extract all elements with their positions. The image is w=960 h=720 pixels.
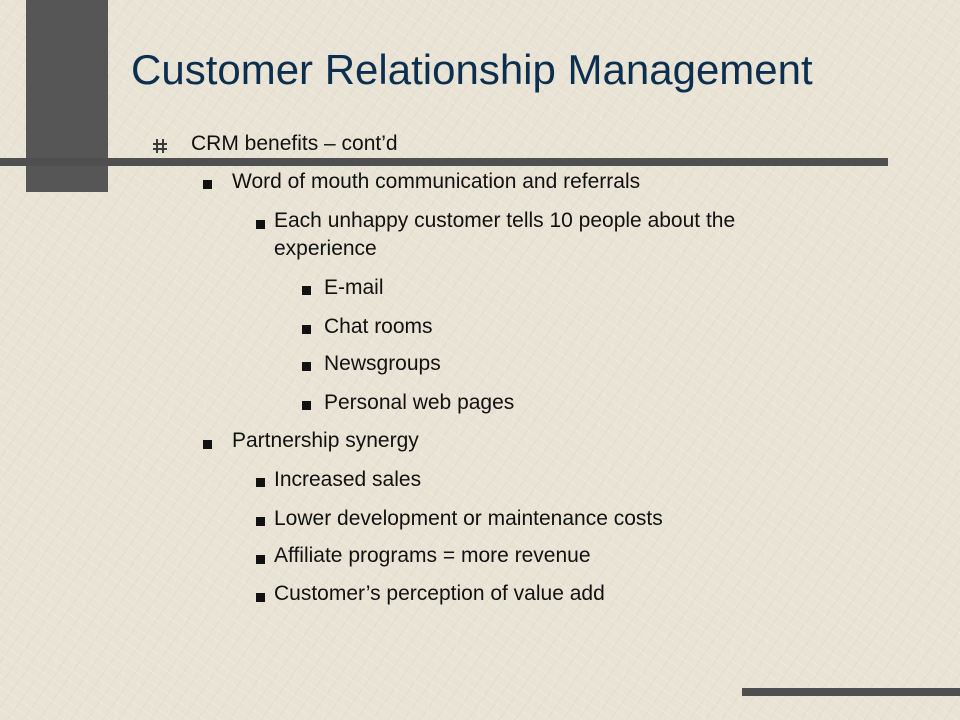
square-bullet-icon <box>256 555 265 564</box>
square-bullet-icon <box>256 517 265 526</box>
bullet-text-email: E-mail <box>324 276 384 299</box>
square-bullet-icon <box>302 401 311 410</box>
bullet-text-unhappy-customer-cont: experience <box>274 237 377 260</box>
bullet-text-newsgroups: Newsgroups <box>324 352 441 375</box>
square-bullet-icon <box>302 362 311 371</box>
bullet-text-partnership-synergy: Partnership synergy <box>232 429 419 452</box>
bullet-text-unhappy-customer: Each unhappy customer tells 10 people ab… <box>274 209 736 232</box>
bullet-text-affiliate-programs: Affiliate programs = more revenue <box>274 544 591 567</box>
slide-title: Customer Relationship Management <box>131 46 813 93</box>
square-bullet-icon <box>302 286 311 295</box>
bullet-text-lower-costs: Lower development or maintenance costs <box>274 507 663 530</box>
bullet-text-increased-sales: Increased sales <box>274 468 422 491</box>
square-bullet-icon <box>302 325 311 334</box>
square-bullet-icon <box>256 478 265 487</box>
square-bullet-icon <box>203 180 212 189</box>
decorative-bar-top <box>0 158 888 166</box>
square-bullet-icon <box>256 220 265 229</box>
square-bullet-icon <box>203 440 212 449</box>
bullet-text-word-of-mouth: Word of mouth communication and referral… <box>232 170 641 193</box>
bullet-text-chat-rooms: Chat rooms <box>324 315 433 338</box>
bullet-text-crm-benefits: CRM benefits – cont’d <box>191 132 398 155</box>
square-bullet-icon <box>256 593 265 602</box>
hash-bullet-icon <box>153 139 167 153</box>
decorative-bar-bottom <box>742 688 960 696</box>
bullet-text-personal-web-pages: Personal web pages <box>324 391 515 414</box>
bullet-text-customer-perception: Customer’s perception of value add <box>274 582 605 605</box>
